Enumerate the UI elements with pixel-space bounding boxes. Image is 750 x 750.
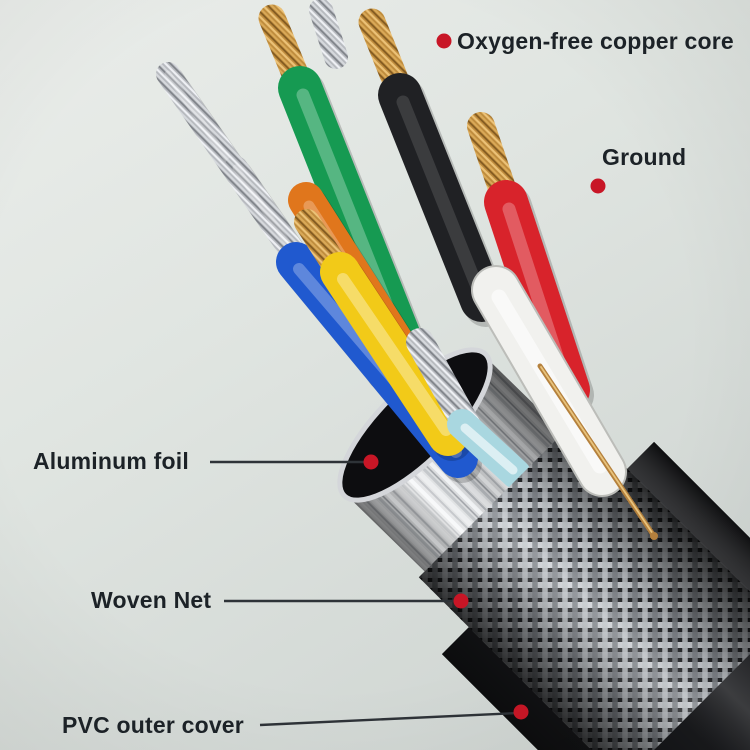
ground-marker-dot: [590, 178, 606, 194]
wire-sheen: [396, 95, 487, 301]
label-pvc-outer-cover: PVC outer cover: [62, 712, 244, 738]
inner-wires: [156, 0, 594, 489]
mesh-shading: [418, 418, 750, 750]
white-wire: [471, 265, 658, 540]
stray-copper-strands: [309, 0, 348, 69]
label-oxygen-free-copper-core: Oxygen-free copper core: [457, 28, 734, 54]
copper-conductor-end: [650, 532, 658, 540]
black-wire: [378, 73, 508, 327]
copper-conductor-highlight: [540, 366, 654, 535]
copper-core-marker-dot: [436, 33, 452, 49]
pvc-marker-dot: [513, 704, 529, 720]
yellow-wire: [320, 252, 472, 461]
wire-body: [320, 252, 468, 456]
label-aluminum-foil: Aluminum foil: [33, 448, 189, 474]
wire-sheen: [460, 423, 518, 475]
woven-net-marker-dot: [453, 593, 469, 609]
teal-wire: [447, 409, 531, 489]
label-woven-net: Woven Net: [91, 587, 212, 613]
woven-net-layer: [418, 418, 750, 750]
pvc-leader-line: [259, 711, 519, 727]
wire-sheen: [337, 273, 452, 436]
label-ground: Ground: [602, 144, 687, 170]
aluminum-foil-marker-dot: [363, 454, 379, 470]
annotations: [210, 33, 606, 727]
wire-body: [378, 73, 504, 322]
